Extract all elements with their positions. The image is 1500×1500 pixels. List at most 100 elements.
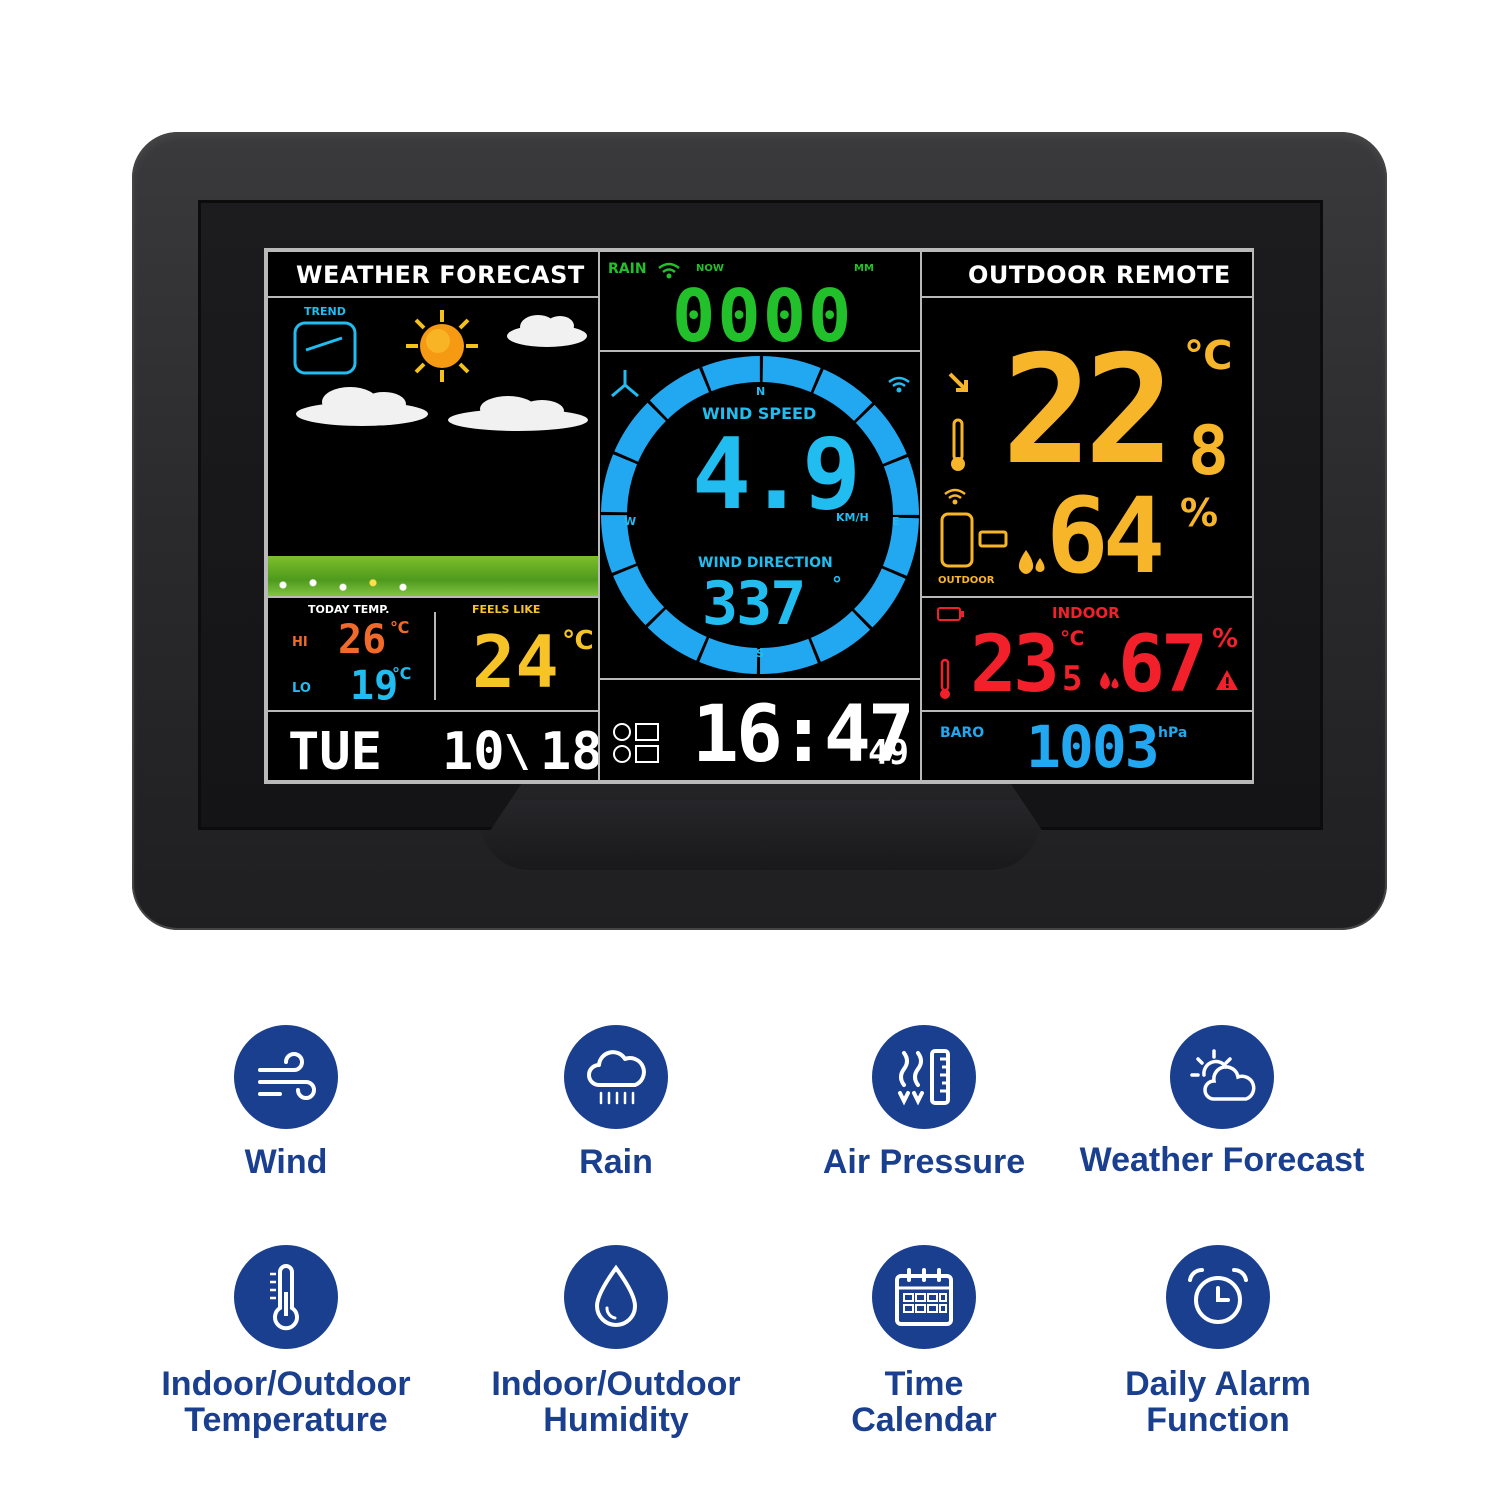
time-calendar-label-line1: Time [884,1365,964,1403]
outdoor-title-cell: OUTDOOR REMOTE [920,250,1254,298]
rain-feature-icon [564,1025,668,1129]
daily-alarm-feature-label: Daily Alarm Function [1068,1366,1368,1438]
rain-cell: RAIN NOW MM 0000 [598,250,922,352]
calendar-feature-icon [872,1245,976,1349]
rain-unit: MM [854,263,874,274]
indoor-temp-decimal: 5 [1062,659,1083,699]
humidity-feature-icon [564,1245,668,1349]
thermometer-icon [940,658,950,699]
today-temp-title: TODAY TEMP. [308,603,390,616]
feels-like-value: 24 [472,620,559,704]
lcd-screen: WEATHER FORECAST TREND [264,248,1254,784]
cloud-icon [296,387,428,426]
wind-cell: N S W E WIND SPEED 4.9 KM/H WIND DIRECTI… [598,350,922,680]
sun-cloud-icon [1190,1049,1256,1101]
humidity-label-line2: Humidity [543,1401,689,1439]
thermometer-icon [951,418,965,471]
outdoor-temp-value: 22 [1002,324,1175,498]
outdoor-temp-decimal: 8 [1188,412,1229,491]
feels-like-unit: ℃ [562,626,594,656]
humidity-label-line1: Indoor/Outdoor [491,1365,741,1403]
clock-cell: 16:47 49 [598,678,922,782]
air-pressure-feature-label: Air Pressure [822,1143,1026,1181]
forecast-title: WEATHER FORECAST [296,261,585,289]
indoor-humidity-unit: % [1212,624,1239,654]
lo-unit: ℃ [392,664,412,683]
outdoor-sensor-icon [940,512,1008,568]
wind-icon [258,1052,316,1100]
rain-now-label: NOW [696,263,724,274]
water-drop-icon [594,1264,638,1327]
forecast-title-cell: WEATHER FORECAST [266,250,600,298]
indoor-title: INDOOR [1052,604,1120,622]
alarm-indicator-icon [613,723,659,763]
temperature-feature-label: Indoor/Outdoor Temperature [136,1366,436,1438]
today-hi-value: 26 [338,617,387,663]
sun-icon [406,310,478,382]
time-calendar-label-line2: Calendar [851,1401,997,1439]
clock-time: 16:47 [692,690,915,780]
outdoor-temp-unit: ℃ [1184,333,1233,379]
forecast-panel: TREND [266,296,600,598]
date-day-number: 18 [540,722,603,782]
outdoor-humidity-unit: % [1180,491,1219,535]
rain-feature-label: Rain [579,1143,653,1181]
baro-cell: BARO 1003 hPa [920,710,1254,782]
today-temp-cell: TODAY TEMP. HI 26 ℃ LO 19 ℃ FEELS LIKE 2… [266,596,600,712]
daily-alarm-label-line2: Function [1146,1401,1290,1439]
feels-like-title: FEELS LIKE [472,603,541,616]
compass-n: N [756,385,766,398]
flowers-decoration [268,574,418,596]
air-pressure-feature-icon [872,1025,976,1129]
temperature-label-line1: Indoor/Outdoor [161,1365,411,1403]
lo-label: LO [292,681,311,696]
outdoor-sensor-label: OUTDOOR [938,575,995,586]
cloud-icon [448,396,588,431]
indoor-cell: INDOOR 23 ℃ 5 67 % [920,596,1254,712]
outdoor-panel: 22 ℃ 8 OUTDOOR 64 % [920,296,1254,598]
battery-icon [937,607,964,621]
compass-w: W [624,515,637,528]
anemometer-icon [611,370,639,398]
indoor-humidity-value: 67 [1118,620,1208,710]
rain-label: RAIN [608,261,647,277]
trend-label: TREND [304,305,346,318]
device-stand [480,800,1040,870]
date-month: 10 [442,722,505,782]
calendar-icon [895,1268,953,1326]
signal-icon [888,376,910,393]
outdoor-title: OUTDOOR REMOTE [968,261,1231,289]
humidity-drop-icon [1100,672,1119,689]
trend-arrow-icon [293,321,357,375]
indoor-temp-value: 23 [970,620,1060,710]
wind-feature-label: Wind [244,1143,328,1181]
wind-compass-ring [600,355,920,675]
divider [434,612,436,700]
wind-speed-value: 4.9 [692,418,861,532]
trend-down-arrow-icon [948,372,968,392]
wind-direction-label: WIND DIRECTION [698,555,833,571]
humidity-drop-icon [1018,550,1045,574]
rain-value: 0000 [672,274,854,358]
baro-label: BARO [940,725,985,741]
outdoor-humidity-value: 64 [1046,475,1165,597]
today-lo-value: 19 [350,663,399,709]
wind-direction-value: 337 [702,569,806,639]
signal-icon [658,262,680,279]
baro-value: 1003 [1026,713,1160,781]
cloud-icon [507,315,587,347]
weather-forecast-feature-icon [1170,1025,1274,1129]
compass-e: E [892,515,900,528]
wind-direction-unit: ° [832,572,842,596]
date-separator: \ [504,726,531,777]
thermometer-icon [270,1264,299,1331]
wind-speed-label: WIND SPEED [702,404,817,423]
wind-speed-unit: KM/H [836,511,869,524]
daily-alarm-label-line1: Daily Alarm [1125,1365,1311,1403]
temperature-label-line2: Temperature [184,1401,388,1439]
date-cell: TUE 10 \ 18 [266,710,603,782]
wind-feature-icon [234,1025,338,1129]
weather-forecast-feature-label: Weather Forecast [1079,1141,1365,1179]
hi-unit: ℃ [390,618,410,637]
humidity-feature-label: Indoor/Outdoor Humidity [466,1366,766,1438]
